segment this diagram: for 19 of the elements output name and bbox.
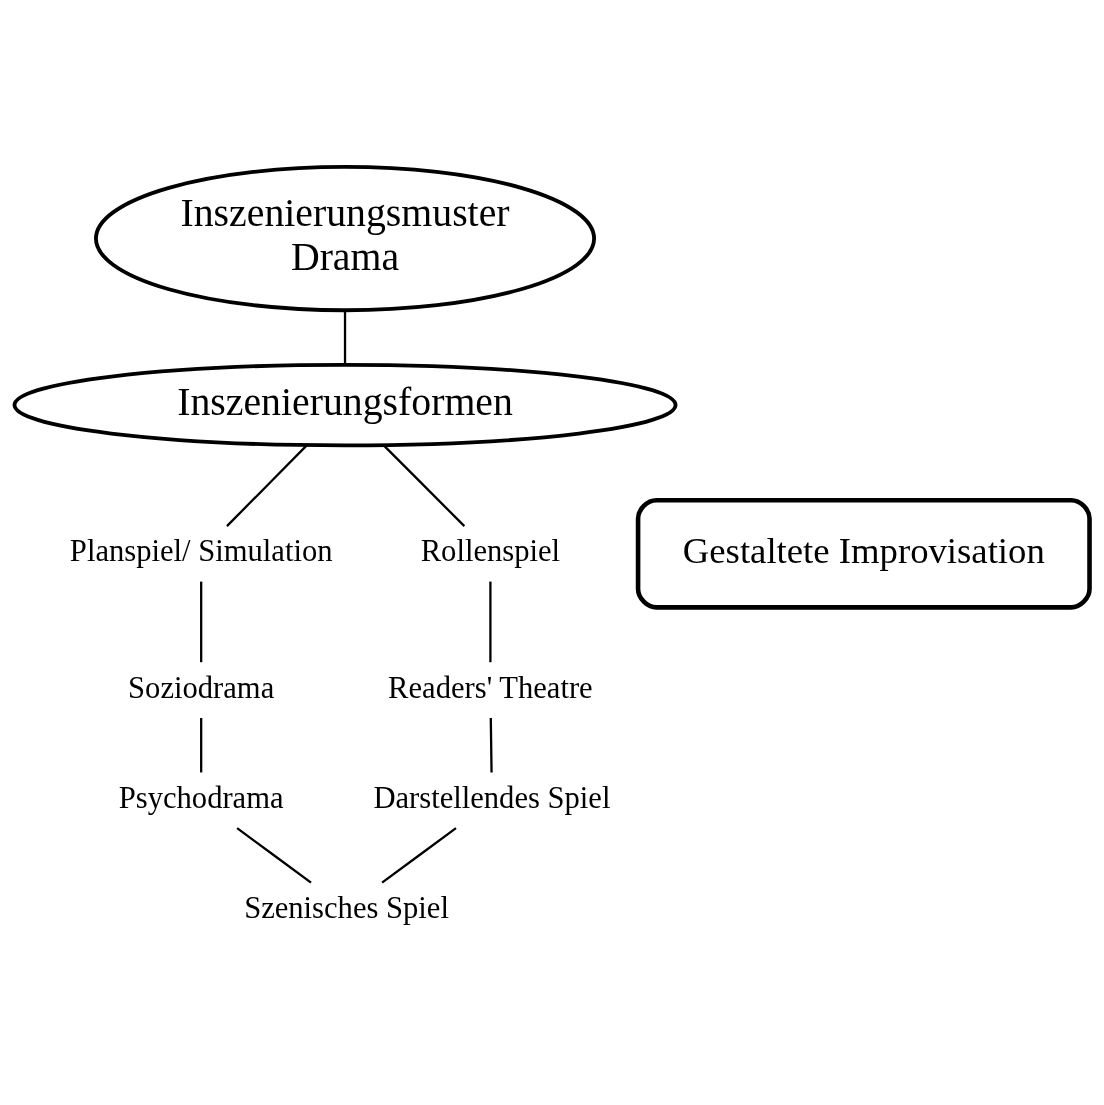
connector (236, 827, 312, 884)
node-text: Rollenspiel (420, 534, 561, 569)
node-ellipse: Inszenierungsformen (12, 362, 678, 448)
connector (343, 310, 347, 365)
node-box: Gestaltete Improvisation (635, 497, 1092, 610)
connector (226, 444, 309, 527)
connector (200, 717, 203, 773)
node-text: Soziodrama (128, 670, 275, 705)
node-text: Szenisches Spiel (244, 890, 449, 925)
connector (489, 717, 493, 773)
node-text: Darstellendes Spiel (373, 780, 611, 815)
node-ellipse: Inszenierungsmuster Drama (94, 164, 597, 313)
node-text: Planspiel/ Simulation (69, 534, 333, 569)
connector (382, 444, 466, 527)
node-text: Readers' Theatre (388, 670, 593, 705)
connector (381, 827, 457, 884)
node-text: Psychodrama (118, 780, 284, 815)
connector (489, 581, 492, 663)
connector (200, 581, 203, 663)
